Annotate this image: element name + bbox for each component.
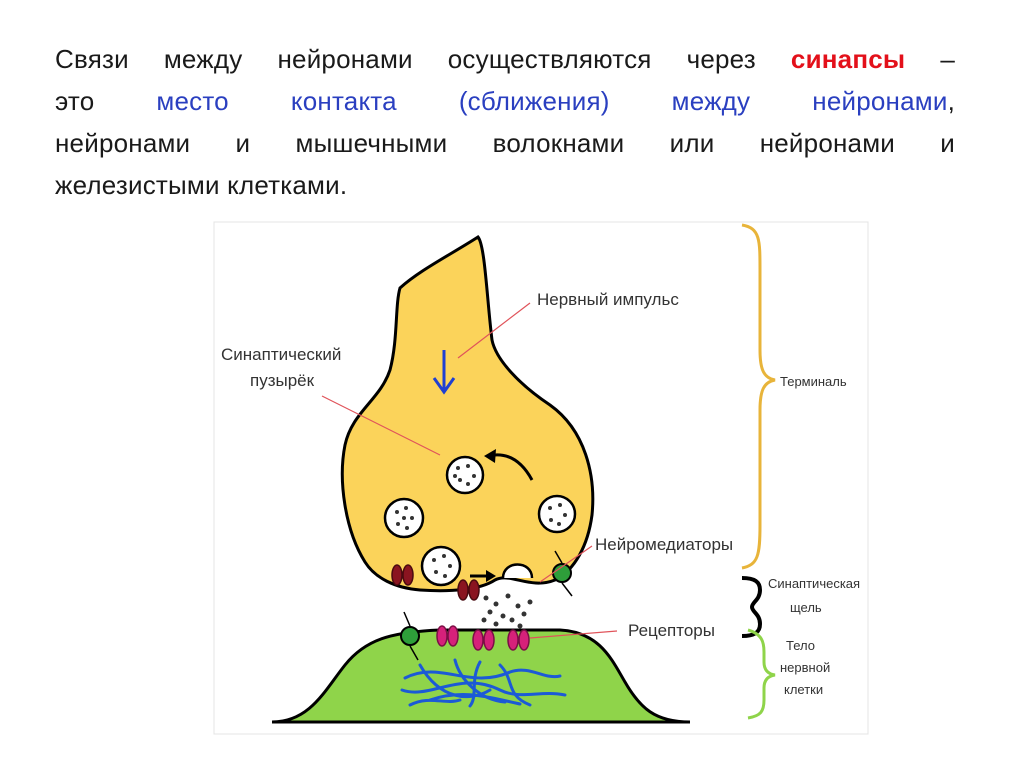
paragraph-line-1: Связи между нейронами осуществляются чер… [55, 38, 955, 80]
pointer-lines [321, 302, 618, 639]
vesicle [537, 494, 577, 534]
arrow-head [484, 449, 496, 463]
label-neurotransmitters: Нейромедиаторы [595, 535, 733, 554]
label-cell-line1: Тело [786, 638, 815, 653]
diagram-frame [213, 221, 869, 735]
label-cell-line2: нервной [780, 660, 830, 675]
text-segment: – [905, 44, 955, 74]
paragraph-line-3: нейронами и мышечными волокнами или нейр… [55, 128, 955, 158]
intro-paragraph: Связи между нейронами осуществляются чер… [55, 38, 955, 206]
fusing-vesicle [501, 563, 534, 579]
text-segment: это [55, 86, 157, 116]
paragraph-line-2: это место контакта (сближения) между ней… [55, 80, 955, 122]
paragraph-line-4: железистыми клетками. [55, 170, 348, 200]
text-segment: , [947, 86, 955, 116]
label-vesicle-line1: Синаптический [221, 345, 341, 364]
cytoskeleton-filaments [400, 658, 567, 708]
label-receptors: Рецепторы [628, 621, 715, 640]
text-segment: Связи между нейронами осуществляются чер… [55, 44, 791, 74]
label-cleft-line2: щель [790, 600, 822, 615]
label-nerve-impulse: Нервный импульс [537, 290, 679, 309]
transporter-protein [400, 626, 420, 646]
label-terminal: Терминаль [780, 374, 847, 389]
cleft-brace [741, 576, 763, 638]
terminal-brace [741, 223, 776, 570]
highlight-synapses: синапсы [790, 44, 906, 74]
postsynaptic-receptors [436, 625, 530, 651]
arrow-head [486, 570, 496, 582]
label-cleft-line1: Синаптическая [768, 576, 860, 591]
cell-brace [747, 628, 776, 720]
vesicle [420, 545, 462, 587]
label-cell-line3: клетки [784, 682, 823, 697]
arrow-head [432, 377, 456, 395]
label-vesicle-line2: пузырёк [250, 371, 315, 390]
highlight-contact-place: место контакта (сближения) между нейрона… [156, 86, 948, 116]
vesicle [445, 455, 485, 495]
transporter-arrows [403, 550, 573, 661]
vesicle-contents [395, 464, 567, 578]
released-neurotransmitters [481, 593, 533, 629]
presynaptic-channels [391, 564, 480, 601]
